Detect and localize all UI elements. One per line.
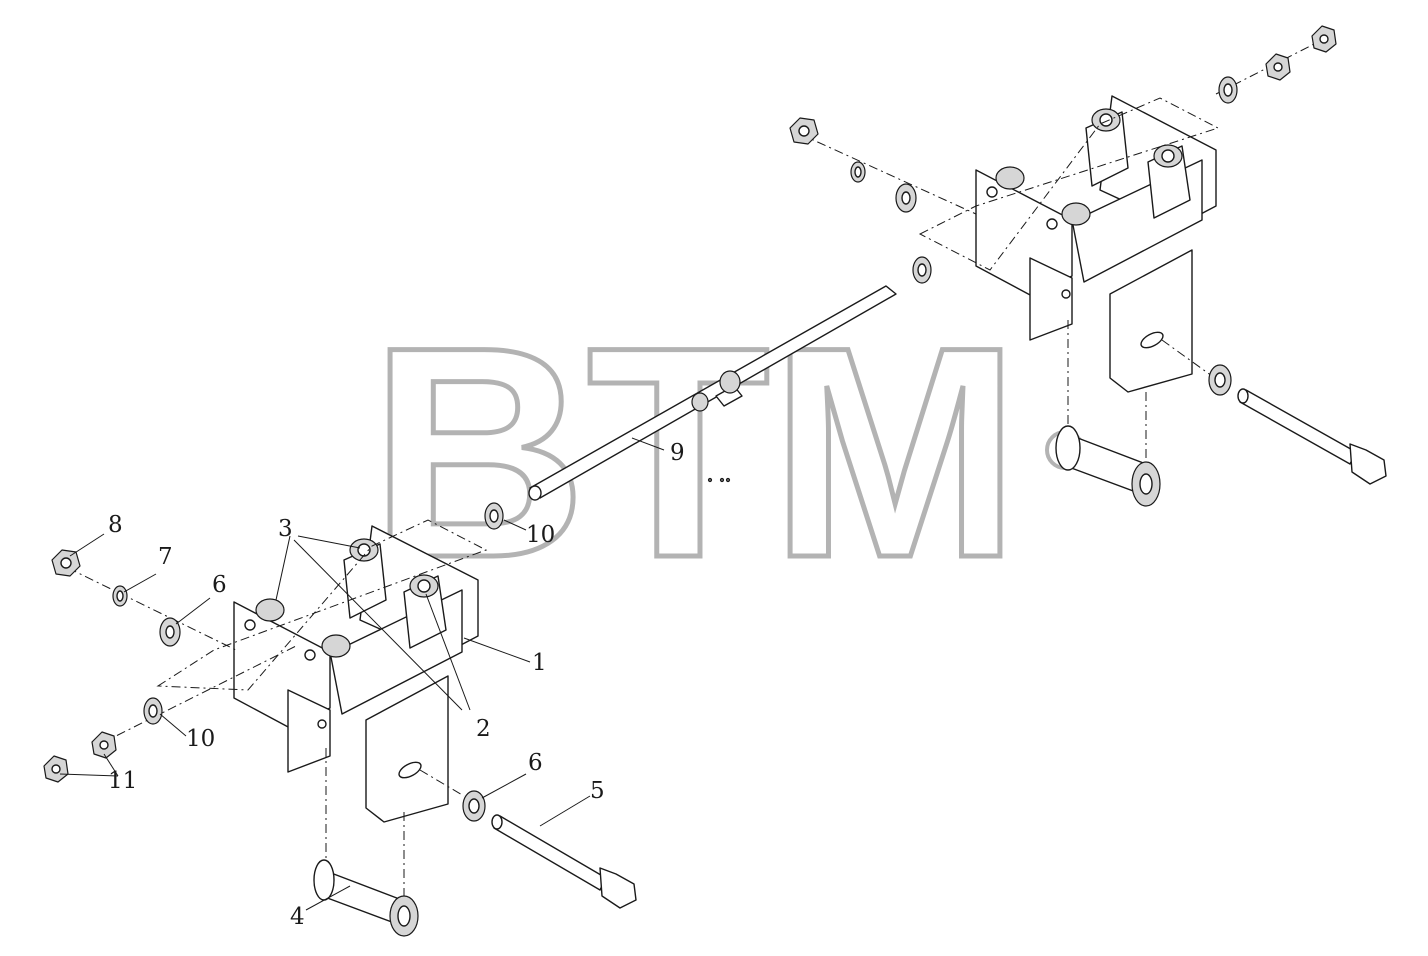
mount-hole [1046, 218, 1058, 230]
callout-4: 4 [290, 904, 305, 930]
shaft-end [528, 485, 542, 501]
left-bracket-assembly [233, 525, 479, 823]
callout-5: 5 [590, 778, 605, 804]
callout-1: 1 [532, 650, 547, 676]
mount-hole [304, 649, 316, 661]
lug-bore [1161, 149, 1175, 163]
mount-hole [244, 619, 256, 631]
washer-bore [116, 590, 124, 602]
bolt-shank [1239, 389, 1357, 465]
nut-bore [1319, 34, 1329, 44]
callout-9: 9 [670, 440, 685, 466]
washer-bore [854, 166, 862, 178]
callout-6-lower: 6 [528, 750, 543, 776]
nut-bore [99, 740, 109, 750]
mount-hole [1061, 289, 1071, 299]
lug-bushing [255, 598, 285, 622]
callout-10-lower: 10 [186, 726, 215, 752]
washer-bore [165, 625, 175, 639]
nut-bore [51, 764, 61, 774]
washer-bore [917, 263, 927, 277]
bracket-lower-tab [1109, 249, 1193, 393]
bushing-bore [1139, 473, 1153, 495]
bushing-bore [397, 905, 411, 927]
tab-slot [1140, 331, 1164, 349]
nut-bore [1273, 62, 1283, 72]
center-mark [725, 477, 731, 483]
callout-8: 8 [108, 512, 123, 538]
callout-6: 6 [212, 572, 227, 598]
center-mark [707, 477, 713, 483]
mount-hole [986, 186, 998, 198]
callout-3: 3 [278, 516, 293, 542]
btm-watermark: BTM R [368, 282, 1085, 623]
shaft-nut [719, 370, 741, 394]
right-fasteners [789, 25, 1387, 507]
bushing-flange [313, 859, 335, 901]
callout-11: 11 [108, 768, 137, 794]
shaft-part-9 [528, 285, 897, 501]
callout-2: 2 [476, 716, 491, 742]
left-fasteners [43, 502, 637, 937]
mount-hole [317, 719, 327, 729]
bracket-side-flange [287, 689, 331, 773]
washer-bore [901, 191, 911, 205]
bracket-lower-tab [365, 675, 449, 823]
shaft-nut [691, 392, 709, 412]
nut-bore [798, 125, 810, 137]
washer-bore [1214, 372, 1226, 388]
callout-labels: 8 7 6 3 1 2 9 10 10 11 6 5 4 [108, 440, 685, 930]
lug-bushing [1061, 202, 1091, 226]
center-mark [719, 477, 725, 483]
lug-bushing [321, 634, 351, 658]
bracket-side-flange [1029, 257, 1073, 341]
lug-bore [417, 579, 431, 593]
washer-bore [148, 704, 158, 718]
bolt-part-5-shank [493, 815, 607, 891]
lug-bushing [995, 166, 1025, 190]
nut-bore [60, 557, 72, 569]
lug-bore [1099, 113, 1113, 127]
leader-lines [59, 437, 665, 911]
right-bracket-assembly [975, 95, 1217, 393]
callout-7: 7 [158, 544, 173, 570]
bushing-flange [1055, 425, 1081, 471]
washer-bore [468, 798, 480, 814]
bolt-tip [1237, 388, 1249, 404]
washer-bore [1223, 83, 1233, 97]
tab-slot [398, 761, 422, 779]
bolt-head [1349, 443, 1387, 485]
callout-10-upper: 10 [526, 522, 555, 548]
bolt-part-5-head [599, 867, 637, 909]
washer-bore [489, 509, 499, 523]
watermark-text: BTM [370, 284, 1020, 620]
bolt-tip [491, 814, 503, 830]
